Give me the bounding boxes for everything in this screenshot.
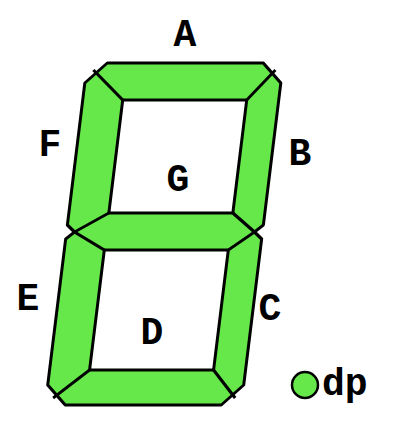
- segment-label: G: [167, 162, 190, 200]
- segment-dividers: [53, 70, 275, 398]
- decimal-point-label: dp: [322, 366, 368, 404]
- segment-label: A: [174, 17, 197, 55]
- segment-label: F: [39, 127, 62, 165]
- segment-label: C: [259, 291, 282, 329]
- decimal-point: [292, 372, 318, 398]
- segment-label: E: [17, 281, 40, 319]
- segment-body: [45, 63, 283, 405]
- segment-label: D: [141, 315, 164, 353]
- segment-label: B: [289, 136, 312, 174]
